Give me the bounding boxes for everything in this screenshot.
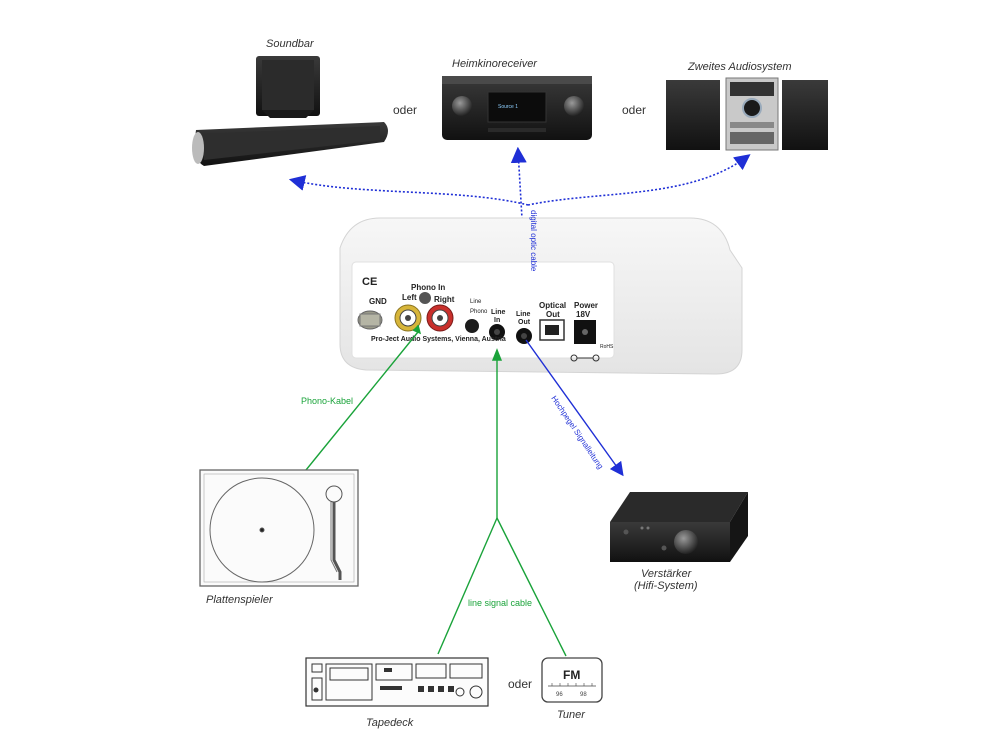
amplifier-device xyxy=(610,492,748,562)
ce-mark: CE xyxy=(362,276,377,288)
soundbar-label: Soundbar xyxy=(266,38,314,50)
tuner-scale-left: 96 xyxy=(556,692,563,698)
panel-labels: CE GND Phono In Left Right Line Phono Li… xyxy=(362,276,614,350)
optical-label-1: Optical xyxy=(539,301,566,310)
phono-cable xyxy=(305,331,419,471)
receiver-device: Source 1 xyxy=(442,76,592,140)
svg-text:Source 1: Source 1 xyxy=(498,104,518,110)
line-signal-cable-label: line signal cable xyxy=(468,598,533,608)
receiver-label: Heimkinoreceiver xyxy=(452,58,537,70)
line-out-label-2: Out xyxy=(518,319,531,326)
phono-preamp-unit xyxy=(339,217,743,375)
tuner-device: FM 96 98 xyxy=(541,657,603,703)
second-audio-system-device xyxy=(666,77,828,151)
or-label-3: oder xyxy=(508,677,533,691)
right-label: Right xyxy=(434,295,455,304)
or-label-2: oder xyxy=(622,103,647,117)
rohs-label: RoHS xyxy=(600,344,614,350)
line-out-label-1: Line xyxy=(516,311,530,318)
turntable-label: Plattenspieler xyxy=(206,594,273,606)
optical-cable-label: digital optic cable xyxy=(529,210,538,272)
tapedeck-device xyxy=(305,657,489,707)
switch-line-label: Line xyxy=(470,299,482,305)
line-out-cable-label: Hochpegel Signalleitung xyxy=(549,394,605,471)
line-in-label-1: Line xyxy=(491,309,505,316)
power-label-2: 18V xyxy=(576,310,591,319)
optical-label-2: Out xyxy=(546,310,560,319)
brand-label: Pro-Ject Audio Systems, Vienna, Austria xyxy=(371,336,506,343)
power-label-1: Power xyxy=(574,301,598,310)
second-system-label: Zweites Audiosystem xyxy=(688,61,792,73)
green-cables xyxy=(305,324,567,657)
switch-phono-label: Phono xyxy=(470,309,488,315)
soundbar-device xyxy=(192,56,388,166)
turntable-device xyxy=(199,469,359,587)
tapedeck-label: Tapedeck xyxy=(366,717,414,729)
amplifier-label-2: (Hifi-System) xyxy=(634,580,698,592)
tuner-scale-right: 98 xyxy=(580,692,587,698)
tuner-display-label: FM xyxy=(563,668,580,682)
gnd-label: GND xyxy=(369,297,387,306)
phono-cable-label: Phono-Kabel xyxy=(301,396,354,406)
line-in-label-2: In xyxy=(494,317,500,324)
or-label-1: oder xyxy=(393,103,418,117)
phono-in-label: Phono In xyxy=(411,283,445,292)
tuner-label: Tuner xyxy=(557,709,585,721)
line-out-cable xyxy=(525,339,624,477)
amplifier-label-1: Verstärker xyxy=(641,568,692,580)
left-label: Left xyxy=(402,293,417,302)
